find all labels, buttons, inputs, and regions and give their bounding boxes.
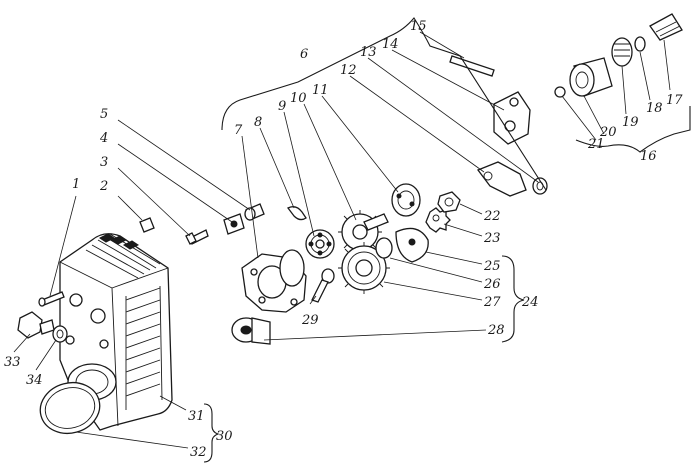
callout-17: 17 (666, 93, 683, 108)
callout-4: 4 (99, 131, 108, 146)
callout-21: 21 (587, 137, 605, 152)
flange (241, 249, 307, 313)
pin-1 (38, 291, 65, 307)
washer-4 (223, 213, 245, 235)
lever-12 (476, 161, 527, 197)
callout-29: 29 (301, 313, 319, 328)
cap-nut-20 (569, 57, 613, 97)
group-braces (203, 17, 691, 463)
brace-group-16 (575, 106, 691, 153)
callout-22: 22 (483, 209, 501, 224)
bolt-5 (244, 203, 265, 221)
callout-numbers: 1 2 3 4 5 6 7 8 9 10 11 12 13 14 15 16 1… (4, 19, 683, 460)
callout-32: 32 (190, 445, 207, 460)
large-gear (338, 242, 390, 294)
star-washer (425, 207, 451, 233)
cap-21 (554, 86, 566, 98)
pin-2 (139, 217, 155, 233)
brace-group-30 (203, 403, 220, 463)
callout-34: 34 (26, 373, 43, 388)
o-ring-gasket (39, 381, 101, 435)
bushing (231, 317, 271, 345)
callout-33: 33 (4, 355, 21, 370)
callout-12: 12 (340, 63, 357, 78)
callout-24: 24 (521, 295, 539, 310)
washer-34 (52, 325, 68, 343)
callout-5: 5 (100, 107, 108, 122)
pin-15 (449, 55, 495, 77)
nut-22 (437, 191, 461, 213)
callout-1: 1 (72, 177, 80, 192)
brace-group-6 (221, 17, 547, 191)
callout-20: 20 (599, 125, 617, 140)
callout-25: 25 (483, 259, 501, 274)
plug-33 (17, 311, 55, 339)
ring-18 (634, 36, 646, 52)
shim-26 (375, 237, 393, 259)
cam-disc (395, 227, 429, 263)
callout-27: 27 (483, 295, 501, 310)
callout-2: 2 (99, 179, 108, 194)
callout-9: 9 (278, 99, 286, 114)
screw-3 (185, 229, 209, 245)
callout-6: 6 (300, 47, 308, 62)
callout-10: 10 (290, 91, 307, 106)
callout-28: 28 (487, 323, 505, 338)
callout-19: 19 (622, 115, 639, 130)
spring-clip (287, 206, 307, 221)
callout-8: 8 (254, 115, 262, 130)
ball-bearing (305, 229, 335, 259)
callout-30: 30 (216, 429, 233, 444)
upper-bearing (391, 183, 421, 217)
callout-13: 13 (360, 45, 377, 60)
callout-31: 31 (188, 409, 205, 424)
housing (59, 233, 173, 431)
callout-15: 15 (410, 19, 427, 34)
callout-14: 14 (382, 37, 399, 52)
drive-gear (338, 210, 389, 254)
callout-11: 11 (312, 83, 329, 98)
callout-18: 18 (646, 101, 663, 116)
callout-23: 23 (483, 231, 501, 246)
callout-16: 16 (640, 149, 657, 164)
callout-26: 26 (483, 277, 501, 292)
callout-7: 7 (234, 123, 243, 138)
callout-3: 3 (100, 155, 108, 170)
leader-lines (13, 31, 671, 449)
fitting-17 (649, 13, 683, 41)
lever-bracket-14 (493, 91, 531, 145)
spring-19 (611, 37, 633, 67)
brace-group-24 (501, 255, 525, 343)
